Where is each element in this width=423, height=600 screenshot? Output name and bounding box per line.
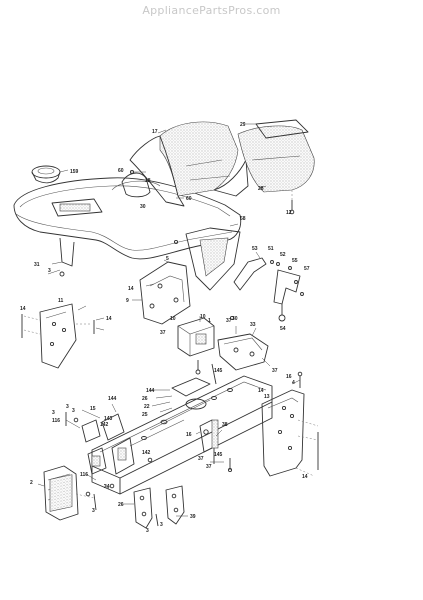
body-fender-pan <box>13 172 242 277</box>
callout-label: 17 <box>152 129 158 135</box>
callout-label: 28 <box>258 186 264 192</box>
dash-support-9 <box>132 259 191 325</box>
dash-panel-58 <box>185 223 241 291</box>
front-bumper-2 <box>37 465 97 521</box>
callout-label: 22 <box>144 404 150 410</box>
callout-label: 3 <box>146 528 149 534</box>
callout-label: 26 <box>142 396 148 402</box>
callout-label: 14 <box>128 286 134 292</box>
main-frame <box>91 360 273 495</box>
tow-block-left <box>65 412 111 491</box>
callout-label: 14 <box>20 306 26 312</box>
callout-label: 5 <box>166 256 169 262</box>
callout-label: 2 <box>30 480 33 486</box>
right-side-panel-13 <box>261 371 319 477</box>
callout-label: 144 <box>108 396 117 402</box>
cup-holder-159 <box>31 165 69 184</box>
callout-label: 142 <box>100 422 109 428</box>
callout-label: 3 <box>160 522 163 528</box>
callout-label: 33 <box>250 322 256 328</box>
callout-label: 18 <box>145 178 151 184</box>
callout-label: 159 <box>70 169 79 175</box>
callout-label: 55 <box>292 258 298 264</box>
callout-label: 29 <box>240 122 246 128</box>
callout-label: 116 <box>80 472 88 478</box>
bracket-53 <box>233 251 304 322</box>
callout-label: 16 <box>186 432 192 438</box>
callout-label: 143 <box>104 416 113 422</box>
steering-box-10 <box>177 316 215 357</box>
callout-label: 144 <box>146 388 155 394</box>
callout-label: 11 <box>58 298 64 304</box>
callout-label: 37 <box>198 456 204 462</box>
rear-plate <box>81 403 135 475</box>
callout-label: 57 <box>304 266 310 272</box>
callout-label: 14 <box>106 316 112 322</box>
callout-label: 38 <box>222 422 228 428</box>
callout-label: 3 <box>72 408 75 414</box>
callout-label: 3 <box>48 268 51 274</box>
callout-label: 51 <box>268 246 274 252</box>
callout-label: 60 <box>118 168 124 174</box>
callout-label: 30 <box>232 316 238 322</box>
callout-label: 37 <box>272 368 278 374</box>
callout-label: 3 <box>92 508 95 514</box>
fasteners <box>73 169 235 497</box>
callout-label: 52 <box>280 252 286 258</box>
callout-label: 16 <box>286 374 292 380</box>
callout-label: 15 <box>90 406 96 412</box>
callout-label: 9 <box>126 298 129 304</box>
callout-label: 116 <box>52 418 60 424</box>
left-side-panel-11 <box>21 303 105 369</box>
callout-label: 12 <box>286 210 292 216</box>
watermark: AppliancePartsPros.com <box>142 4 281 17</box>
hood-17 <box>129 121 249 207</box>
callout-label: 1 <box>208 318 211 324</box>
callout-label: 142 <box>142 450 151 456</box>
callout-label: 53 <box>252 246 258 252</box>
callout-label: 3 <box>66 404 69 410</box>
callout-label: 10 <box>170 316 176 322</box>
callout-label: 37 <box>226 318 232 324</box>
callout-label: 3 <box>52 410 55 416</box>
callout-label: 14 <box>302 474 308 480</box>
callout-label: 13 <box>264 394 270 400</box>
callout-label: 39 <box>190 514 196 520</box>
callout-label: 60 <box>186 196 192 202</box>
callout-label: 37 <box>206 464 212 470</box>
callout-label: 54 <box>280 326 286 332</box>
callout-label: 25 <box>142 412 148 418</box>
callout-label: 37 <box>160 330 166 336</box>
grille-nose-28 <box>237 119 315 215</box>
callout-label: 145 <box>214 452 223 458</box>
callout-label: 14 <box>258 388 264 394</box>
callout-label: 30 <box>140 204 146 210</box>
callout-label: 24 <box>104 484 110 490</box>
callout-label: 31 <box>34 262 40 268</box>
axle-pivot <box>195 419 223 464</box>
callout-label: 58 <box>240 216 246 222</box>
studs-37 <box>210 363 233 473</box>
bracket-30 <box>217 326 271 371</box>
hitch-bracket-39 <box>165 485 188 525</box>
callout-label: 10 <box>200 314 206 320</box>
callout-label: 4 <box>292 380 295 386</box>
callout-label: 26 <box>118 502 124 508</box>
hitch-bracket-26 <box>122 487 159 529</box>
callout-label: 145 <box>214 368 223 374</box>
